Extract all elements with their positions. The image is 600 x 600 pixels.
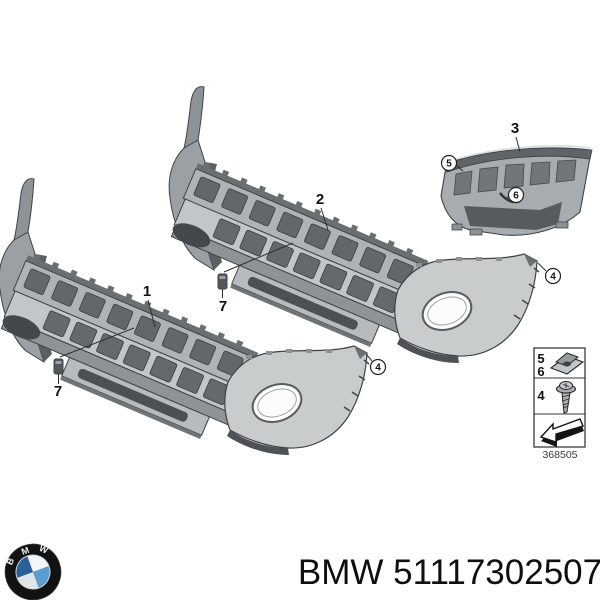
callout-5-label: 5 (446, 159, 452, 170)
diagram-code: 368505 (542, 449, 577, 461)
callout-3: 3 (511, 120, 519, 137)
bracket-feet (451, 221, 569, 236)
callout-5: 5 (440, 154, 458, 172)
leader-line-5 (455, 164, 464, 172)
callout-4-left-label: 4 (375, 363, 381, 374)
leader-line-3 (515, 136, 521, 153)
leader-line-1 (147, 299, 156, 328)
leader-line-7-left (59, 327, 135, 358)
callout-6-label: 6 (513, 191, 519, 202)
screw-icon (555, 381, 577, 414)
callout-7-left: 7 (54, 383, 62, 400)
leader-line-2 (320, 207, 329, 231)
leader-line-4-left (365, 353, 373, 362)
callout-4-right-label: 4 (550, 272, 556, 283)
speed-nut-icon (549, 352, 585, 375)
leader-line-4-right (537, 262, 547, 272)
legend-row-clip-nut: 5 6 (537, 351, 585, 379)
leader-line-7-right (223, 242, 294, 273)
roundel-quarters (15, 554, 51, 590)
bmw-roundel-logo: B M W (4, 543, 62, 600)
roundel-letter-b: B (4, 556, 16, 567)
legend-row-screw: 4 (537, 381, 577, 414)
expanding-rivet-clip-right (217, 273, 228, 290)
callout-7-right: 7 (219, 298, 227, 315)
legend-box: 5 6 4 (533, 347, 586, 448)
expanding-rivet-clip-left (53, 358, 64, 375)
legend-label-6: 6 (537, 364, 544, 379)
callout-2: 2 (316, 191, 324, 208)
callout-4-right: 4 (544, 267, 562, 285)
direction-arrow-icon (539, 418, 584, 447)
footer-part-number: BMW 51117302507 (298, 553, 600, 592)
bracket-openings (453, 159, 577, 196)
bracket-recess (464, 202, 562, 230)
callout-6: 6 (507, 186, 525, 204)
legend-label-4: 4 (537, 388, 545, 403)
callout-4-left: 4 (369, 358, 387, 376)
legend-label-5: 5 (537, 351, 544, 366)
roundel-letter-m: M (20, 545, 30, 557)
callout-1: 1 (143, 283, 151, 300)
